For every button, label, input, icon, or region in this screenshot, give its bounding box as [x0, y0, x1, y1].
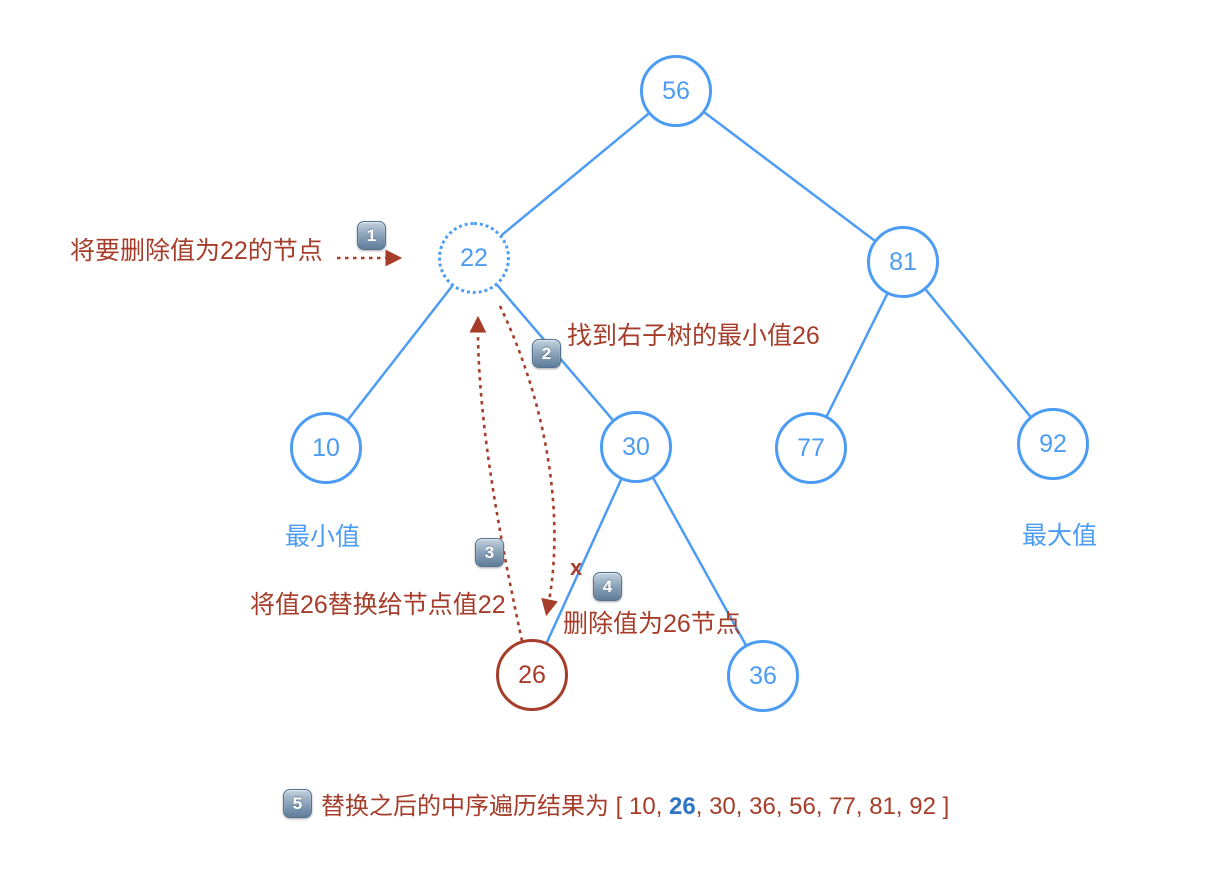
max-value-label: 最大值: [1022, 522, 1098, 550]
step-2-note: 找到右子树的最小值26: [567, 322, 820, 350]
edge-30-36: [634, 446, 765, 677]
node-value: 92: [1039, 429, 1067, 458]
min-value-label: 最小值: [285, 523, 361, 551]
edge-81-92: [902, 261, 1054, 445]
edge-56-22: [473, 90, 677, 259]
step-5-badge: 5: [283, 789, 312, 818]
tree-node-26-successor[interactable]: 26: [496, 639, 568, 711]
inorder-result-line: 5 替换之后的中序遍历结果为 [ 10, 26, 30, 36, 56, 77,…: [283, 786, 949, 821]
node-value: 22: [460, 243, 488, 272]
tree-node-22-to-delete[interactable]: 22: [438, 222, 510, 294]
step-1-badge: 1: [357, 221, 386, 250]
step-1-note: 将要删除值为22的节点: [70, 237, 323, 265]
tree-edges: [325, 90, 1054, 677]
arrow-22-to-26: [498, 305, 558, 617]
tree-node-77[interactable]: 77: [775, 412, 847, 484]
inorder-highlight-26: 26: [669, 793, 696, 820]
edge-30-26: [530, 446, 638, 676]
step-2-badge: 2: [532, 339, 561, 368]
tree-node-10[interactable]: 10: [290, 412, 362, 484]
node-value: 36: [749, 661, 777, 690]
step-3-note: 将值26替换给节点值22: [250, 591, 506, 619]
step-4-badge: 4: [593, 572, 622, 601]
edge-22-10: [325, 257, 475, 449]
inorder-suffix: , 30, 36, 56, 77, 81, 92 ]: [695, 793, 950, 820]
arrow-26-to-22: [469, 315, 524, 642]
node-value: 10: [312, 433, 340, 462]
node-value: 77: [797, 433, 825, 462]
annotation-arrows: [337, 249, 558, 642]
tree-node-81[interactable]: 81: [867, 226, 939, 298]
inorder-prefix: 替换之后的中序遍历结果为 [ 10,: [321, 793, 670, 820]
tree-node-56[interactable]: 56: [640, 55, 712, 127]
step-4-note: 删除值为26节点: [563, 610, 741, 638]
inorder-result-text: 替换之后的中序遍历结果为 [ 10, 26, 30, 36, 56, 77, 8…: [321, 786, 949, 821]
node-value: 26: [518, 660, 546, 689]
edge-56-81: [675, 90, 904, 263]
tree-node-30[interactable]: 30: [600, 411, 672, 483]
tree-node-36[interactable]: 36: [727, 640, 799, 712]
node-value: 56: [662, 76, 690, 105]
step-3-badge: 3: [475, 538, 504, 567]
delete-edge-x-mark: x: [570, 555, 583, 580]
tree-node-92[interactable]: 92: [1017, 408, 1089, 480]
node-value: 30: [622, 432, 650, 461]
node-value: 81: [889, 247, 917, 276]
